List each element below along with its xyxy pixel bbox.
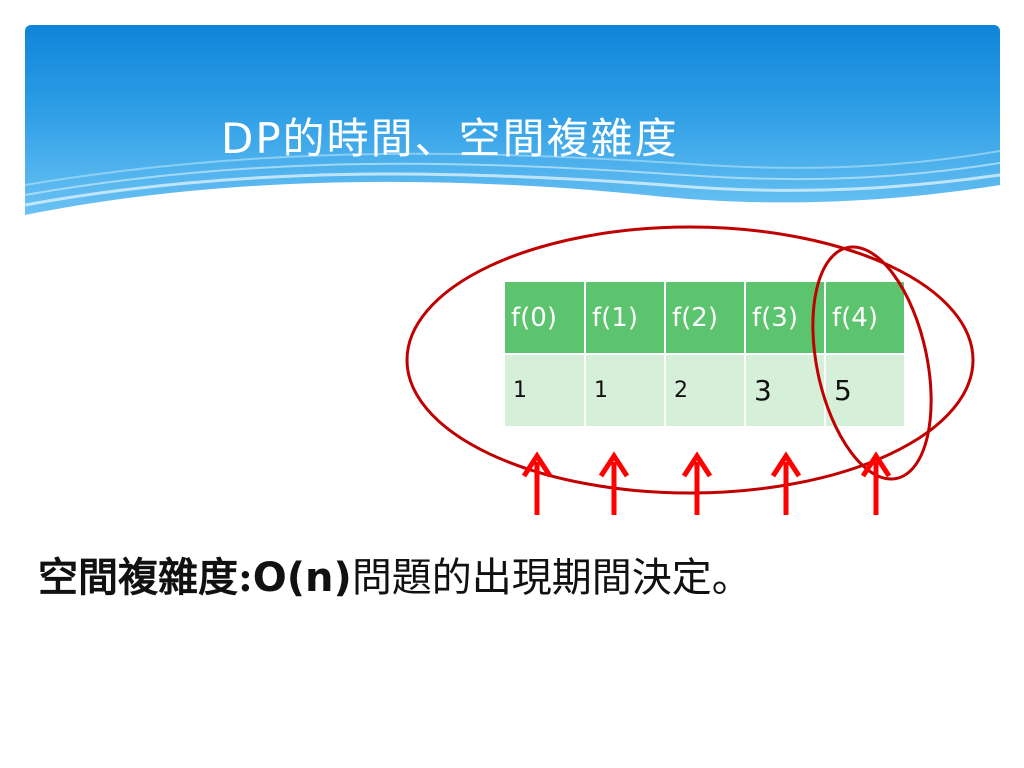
table-cell: 1: [585, 353, 666, 426]
large-ellipse-annotation: [405, 225, 975, 495]
slide-title: DP的時間、空間複雜度: [221, 114, 679, 163]
complexity-explanation: 問題的出現期間決定。: [351, 555, 752, 601]
complexity-value: O(n): [252, 555, 352, 601]
arrow-up-icon: [860, 451, 892, 515]
arrow-up-icon: [521, 451, 553, 515]
arrow-up-icon: [770, 451, 802, 515]
table-cell: 1: [505, 353, 586, 426]
wave-decoration: [25, 150, 1000, 270]
table-row: 1 1 2 3 5: [505, 353, 906, 426]
table-header-cell: f(1): [585, 282, 666, 354]
table-header-cell: f(0): [505, 282, 586, 354]
arrow-up-icon: [598, 451, 630, 515]
complexity-statement: 空間複雜度:O(n)問題的出現期間決定。: [38, 545, 752, 603]
complexity-label: 空間複雜度:: [38, 554, 253, 601]
dp-table: f(0) f(1) f(2) f(3) f(4) 1 1 2 3 5: [505, 282, 906, 426]
arrow-up-icon: [681, 451, 713, 515]
table-cell: 5: [825, 353, 906, 426]
table-cell: 3: [745, 353, 826, 426]
small-ellipse-annotation: [811, 245, 933, 481]
table-header-cell: f(2): [665, 282, 746, 354]
title-banner: DP的時間、空間複雜度: [25, 25, 1000, 270]
table-cell: 2: [665, 353, 746, 426]
table-header-cell: f(4): [825, 282, 906, 354]
